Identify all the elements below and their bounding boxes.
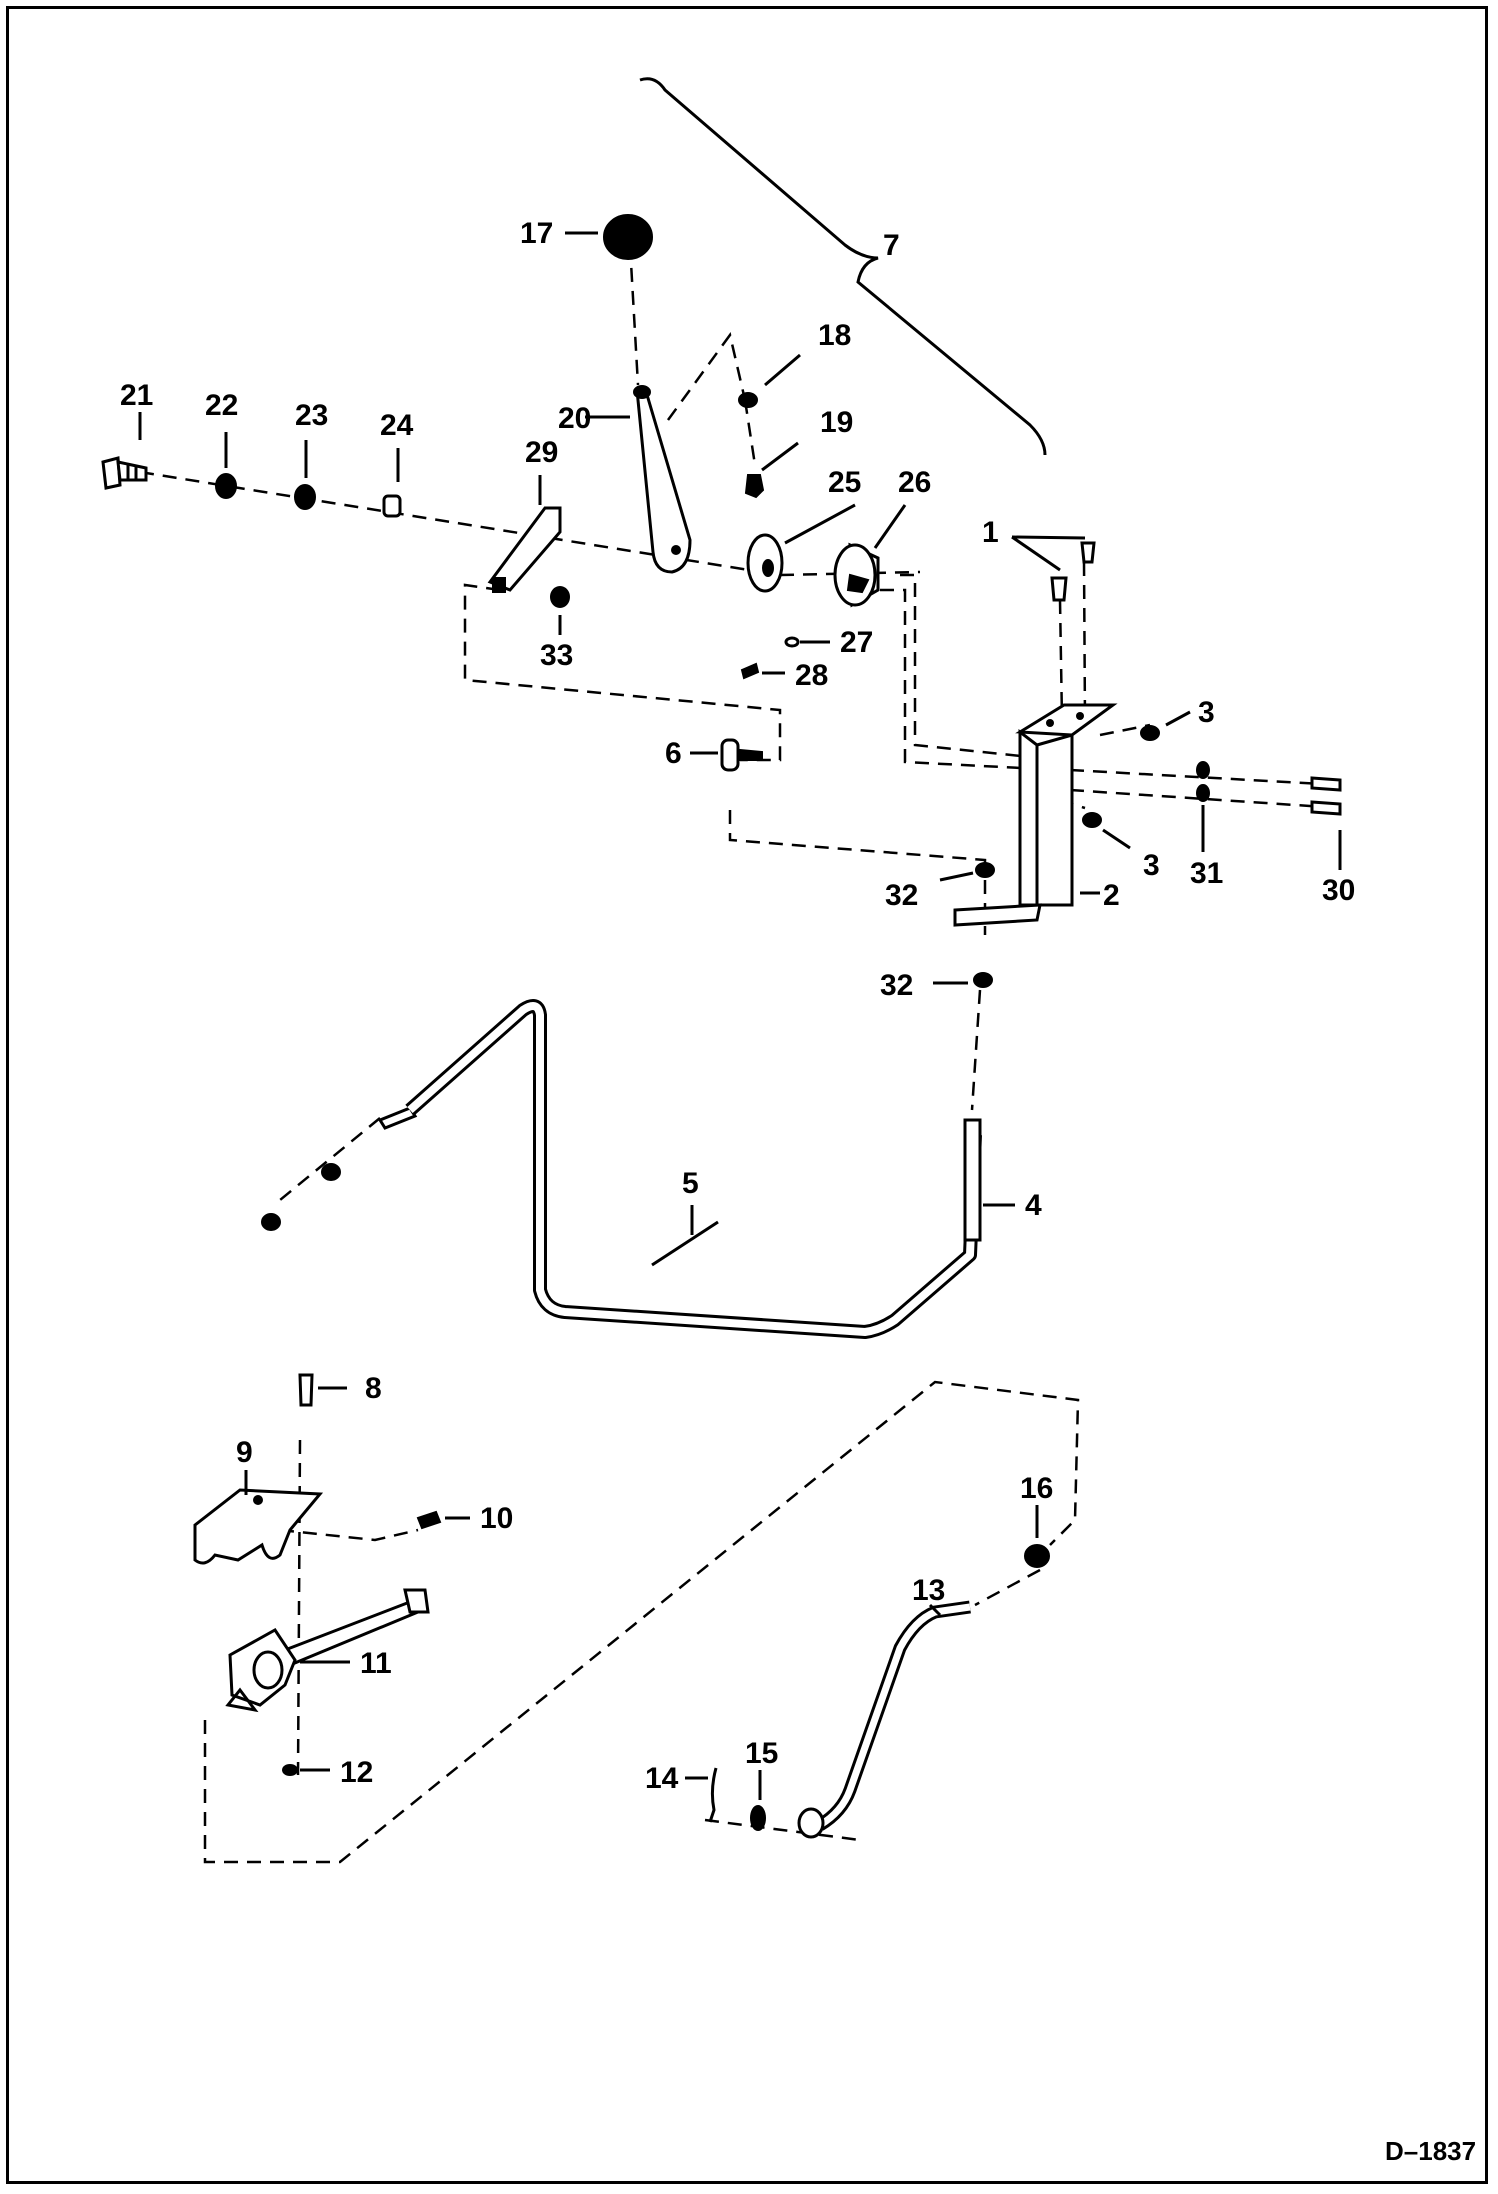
bracket-9	[193, 1488, 324, 1565]
group-7-brace	[639, 77, 1047, 456]
callout-26: 26	[898, 466, 931, 499]
callout-16: 16	[1020, 1472, 1053, 1505]
link-29	[487, 506, 562, 592]
pivot-6	[720, 738, 763, 772]
callout-25: 25	[828, 466, 861, 499]
callout-33: 33	[540, 639, 573, 672]
screw-8	[298, 1373, 314, 1407]
callout-9: 9	[236, 1436, 253, 1469]
callout-23: 23	[295, 399, 328, 432]
nut-19	[744, 474, 765, 499]
pin-5	[651, 1220, 719, 1267]
callout-21: 21	[120, 379, 153, 412]
callout-7: 7	[883, 229, 900, 262]
callout-24: 24	[380, 409, 414, 442]
washer-32b	[973, 972, 993, 988]
latch-11	[225, 1588, 430, 1713]
setscrew-28	[740, 662, 760, 680]
callout-10: 10	[480, 1502, 513, 1535]
washer-31a	[1196, 761, 1210, 779]
rod-13	[797, 1600, 971, 1839]
nut-12	[282, 1764, 298, 1776]
hub-26	[833, 542, 880, 608]
assembly-lines	[139, 244, 1341, 1864]
nut-33	[550, 586, 570, 608]
callout-6: 6	[665, 737, 682, 770]
screws-1	[1050, 541, 1096, 602]
leader-lines	[138, 231, 1342, 1800]
callout-12: 12	[340, 1756, 373, 1789]
rod-nut-b	[261, 1213, 281, 1231]
callout-2: 2	[1103, 879, 1120, 912]
callout-8: 8	[365, 1372, 382, 1405]
lever-20	[635, 386, 692, 574]
page-border	[6, 6, 1488, 2184]
callout-30: 30	[1322, 874, 1355, 907]
callout-17: 17	[520, 217, 553, 250]
washer-31b	[1196, 784, 1210, 802]
cotter-pin-14	[708, 1767, 718, 1823]
rod-nut-a	[321, 1163, 341, 1181]
callout-31: 31	[1190, 857, 1223, 890]
rod-4	[377, 999, 982, 1339]
callout-27: 27	[840, 626, 873, 659]
callout-3a: 3	[1198, 696, 1215, 729]
nut-22	[215, 473, 237, 499]
callout-20: 20	[558, 402, 591, 435]
callout-4: 4	[1025, 1189, 1042, 1222]
callout-3b: 3	[1143, 849, 1160, 882]
washer-15	[750, 1805, 766, 1831]
callout-11: 11	[360, 1647, 392, 1680]
knob-17	[603, 214, 653, 260]
callout-29: 29	[525, 436, 558, 469]
nut-23	[294, 484, 316, 510]
callout-13: 13	[912, 1574, 945, 1607]
bracket-2	[953, 703, 1118, 927]
figure-code: D–1837	[1385, 2136, 1476, 2166]
callout-5: 5	[682, 1167, 699, 1200]
callout-22: 22	[205, 389, 238, 422]
callout-32b: 32	[880, 969, 913, 1002]
screw-10	[416, 1510, 442, 1530]
nut-18	[738, 392, 758, 408]
callout-19: 19	[820, 406, 853, 439]
callout-1: 1	[982, 516, 999, 549]
washer-32a	[975, 862, 995, 878]
callout-28: 28	[795, 659, 828, 692]
callout-32a: 32	[885, 879, 918, 912]
washer-25	[746, 533, 784, 593]
nut-3b	[1082, 812, 1102, 828]
bolts-30	[1310, 776, 1342, 816]
bolt-21	[101, 456, 148, 490]
bushing-24	[382, 494, 402, 518]
nut-16	[1024, 1544, 1050, 1568]
callout-18: 18	[818, 319, 851, 352]
pin-27	[784, 636, 800, 648]
callout-15: 15	[745, 1737, 778, 1770]
callout-14: 14	[645, 1762, 679, 1795]
nut-3a	[1140, 725, 1160, 741]
